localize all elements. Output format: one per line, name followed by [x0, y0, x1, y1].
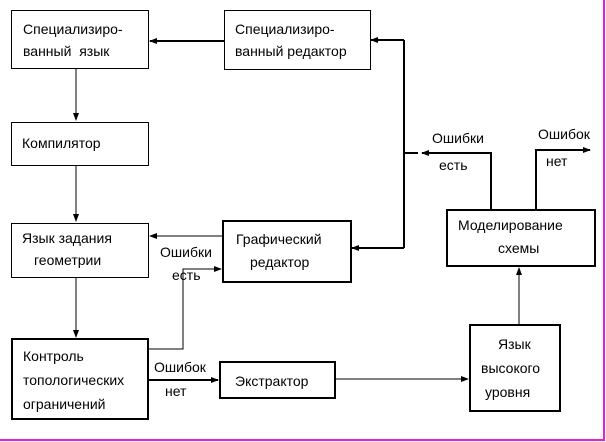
label-topo-errors-yes-top: Ошибки [160, 244, 212, 260]
block-geometry-language: Язык задания геометрии [11, 223, 149, 278]
block-topology-check: Контроль топологических ограничений [11, 338, 149, 420]
block-specialized-language: Специализиро- ванный язык [11, 10, 149, 69]
block-text: редактор [250, 254, 310, 270]
label-model-errors-no-top: Ошибок [538, 126, 590, 142]
block-extractor: Экстрактор [219, 361, 336, 399]
block-text: ванный язык [23, 43, 110, 59]
arrow-topo-errors-to-graph-editor [148, 266, 222, 350]
block-text: ванный редактор [235, 43, 347, 59]
block-graphic-editor: Графический редактор [222, 220, 352, 283]
block-text: высокого [481, 360, 541, 376]
block-circuit-modeling: Моделирование схемы [446, 209, 596, 267]
block-specialized-editor: Специализиро- ванный редактор [224, 10, 371, 70]
frame-border-bottom [0, 439, 605, 441]
arrow-model-ok-out [535, 147, 591, 210]
label-topo-errors-yes-bottom: есть [172, 267, 201, 283]
label-topo-errors-no-bottom: нет [165, 383, 187, 399]
label-topo-errors-no-top: Ошибок [154, 359, 206, 375]
block-text: Специализиро- [23, 21, 123, 37]
block-compiler: Компилятор [11, 122, 149, 166]
block-text: Специализиро- [235, 21, 335, 37]
block-text: Язык [498, 336, 531, 352]
block-text: Контроль [23, 348, 84, 364]
block-high-level-language: Язык высокого уровня [469, 324, 561, 412]
block-text: Компилятор [22, 135, 101, 151]
block-text: уровня [485, 384, 531, 400]
block-text: топологических [23, 372, 125, 388]
block-text: ограничений [23, 396, 106, 412]
block-text: геометрии [34, 252, 102, 268]
label-model-errors-no-bottom: нет [546, 153, 568, 169]
block-text: Экстрактор [235, 373, 309, 389]
block-text: Язык задания [22, 230, 112, 246]
block-text: схемы [498, 240, 540, 256]
label-model-errors-yes-bottom: есть [439, 157, 468, 173]
arrow-model-errors-to-bus [421, 150, 492, 210]
block-text: Моделирование [458, 217, 563, 233]
frame-border-right [603, 0, 605, 441]
label-model-errors-yes-top: Ошибки [432, 130, 484, 146]
block-text: Графический [236, 231, 322, 247]
